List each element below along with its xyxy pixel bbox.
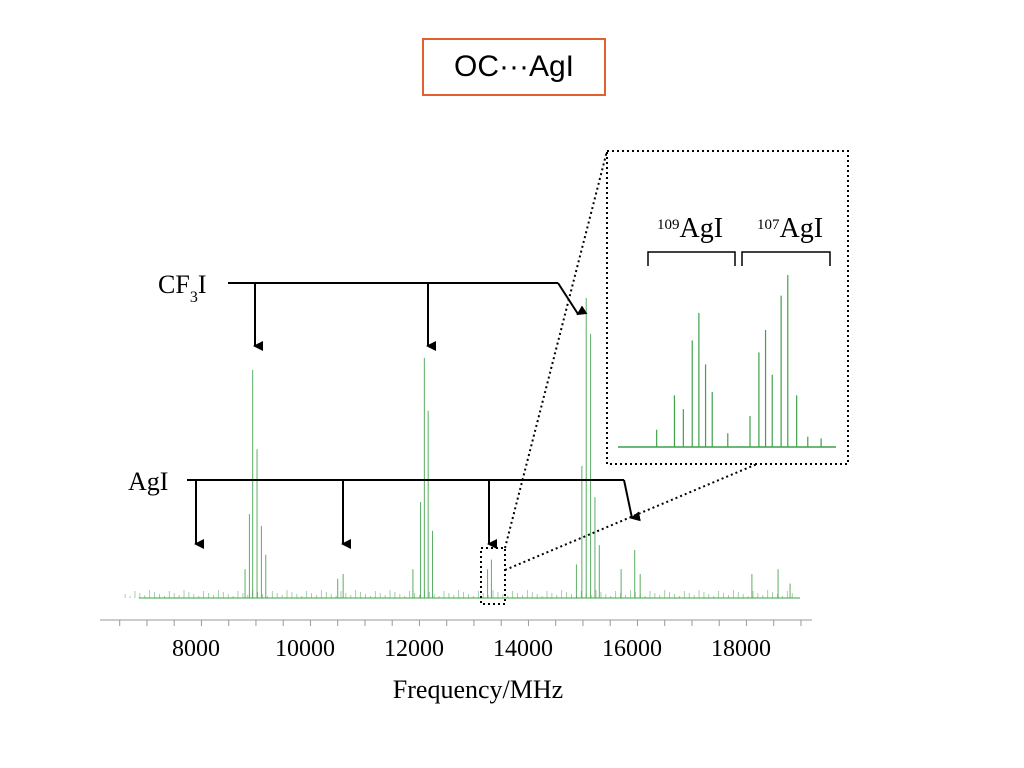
chart-title: OC···AgI — [454, 50, 574, 83]
spectrum-layer — [124, 298, 800, 599]
inset-group-bracket — [647, 251, 736, 266]
x-axis: 8000 10000 12000 14000 16000 18000 — [100, 619, 812, 662]
chart-title-box: OC···AgI — [422, 38, 606, 96]
inset-frame — [606, 150, 849, 465]
annotation-layer: CF3I AgI — [128, 270, 641, 549]
inset-group-label: 107AgI — [757, 213, 823, 244]
agi-label: AgI — [128, 467, 168, 496]
x-tick-label: 10000 — [275, 636, 335, 662]
x-tick-label: 14000 — [493, 636, 553, 662]
x-tick-label: 12000 — [384, 636, 444, 662]
zoom-connector — [504, 463, 758, 571]
inset-group-label: 109AgI — [657, 213, 723, 244]
cf3i-label: CF3I — [158, 270, 206, 306]
x-tick-label: 8000 — [172, 636, 220, 662]
inset-group-bracket — [741, 251, 831, 266]
zoom-connector — [504, 150, 608, 549]
x-tick-label: 18000 — [711, 636, 771, 662]
cf3i-arrow — [557, 282, 588, 316]
inset-panel: 109AgI 107AgI — [480, 150, 849, 605]
x-tick-label: 16000 — [602, 636, 662, 662]
zoom-region-box — [480, 547, 506, 605]
agi-arrow — [623, 479, 641, 522]
x-axis-title: Frequency/MHz — [393, 675, 563, 704]
